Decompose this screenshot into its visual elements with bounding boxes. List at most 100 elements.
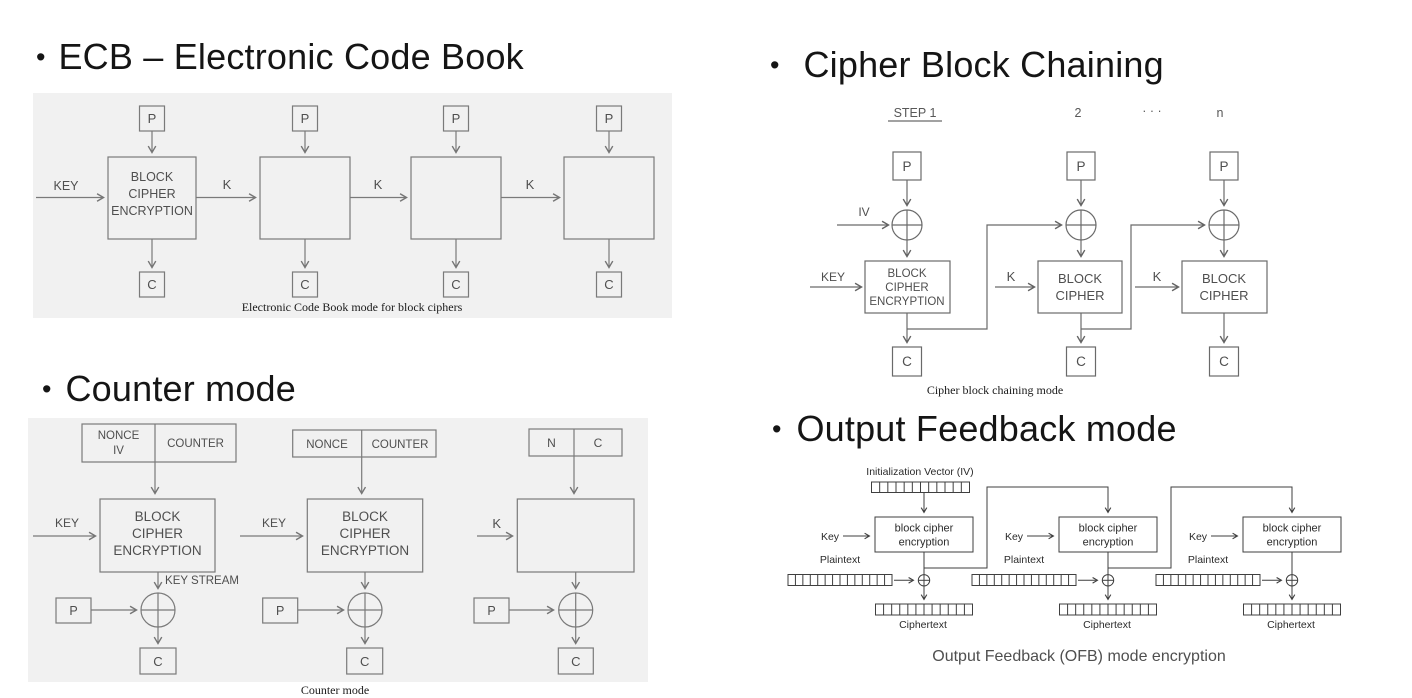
ecb-c-box <box>442 271 470 298</box>
c-label: C <box>594 436 603 450</box>
stepn-header: n <box>1217 106 1224 120</box>
block-cipher-label-line: CIPHER <box>128 187 175 201</box>
ofb-bullet: • <box>772 414 782 444</box>
p-label: P <box>1076 159 1085 174</box>
ctr-c-box <box>139 647 177 675</box>
block-cipher-label-line: ENCRYPTION <box>321 543 409 558</box>
iv-label: Initialization Vector (IV) <box>866 466 973 478</box>
block-cipher-label-line: CIPHER <box>339 526 390 541</box>
ciphertext-register <box>875 603 973 616</box>
block-cipher-label-line: encryption <box>1083 537 1134 549</box>
c-label: C <box>604 277 613 292</box>
p-label: P <box>902 159 911 174</box>
key-stream-label: KEY STREAM <box>165 575 239 587</box>
key-label: KEY <box>53 179 79 193</box>
counter-label: COUNTER <box>167 438 224 450</box>
ctr-diagram-shapes <box>33 423 635 675</box>
ctr-c-box <box>346 647 384 675</box>
plaintext-label: Plaintext <box>1004 554 1044 566</box>
dots-header: · · · <box>1142 104 1161 118</box>
cbc-feedback-line <box>907 220 1063 330</box>
ecb-title-text: ECB – Electronic Code Book <box>58 36 524 77</box>
ctr-bullet: • <box>42 374 52 404</box>
block-cipher-label-line: encryption <box>1267 537 1318 549</box>
cbc-c-box <box>1208 346 1240 377</box>
ecb-c-box <box>138 271 166 298</box>
block-cipher-label-line: block cipher <box>1079 523 1138 535</box>
block-cipher-label-line: CIPHER <box>885 282 928 294</box>
c-label: C <box>1076 354 1086 369</box>
n-label: N <box>547 436 556 450</box>
plaintext-label: Plaintext <box>820 554 860 566</box>
c-label: C <box>300 277 309 292</box>
block-cipher-label-line: BLOCK <box>1202 271 1246 286</box>
block-cipher-label-line: ENCRYPTION <box>869 296 944 308</box>
ecb-diagram-shapes <box>36 105 655 298</box>
p-label: P <box>276 604 284 618</box>
cbc-figure: STEP 1 2 · · · n P P P IV KEY K K BLOCK … <box>810 104 1268 397</box>
c-label: C <box>147 277 156 292</box>
ciphertext-label: Ciphertext <box>1083 619 1131 631</box>
p-label: P <box>148 111 157 126</box>
iv-label: IV <box>113 445 124 457</box>
cbc-c-box <box>1065 346 1097 377</box>
step1-header: STEP 1 <box>894 106 937 120</box>
nonce-counter-box <box>292 429 437 458</box>
nonce-label: NONCE <box>306 439 348 451</box>
key-label: Key <box>821 531 840 543</box>
p-label: P <box>1219 159 1228 174</box>
k-label: K <box>223 177 232 192</box>
ofb-title-text: Output Feedback mode <box>796 408 1177 449</box>
block-cipher-label-line: ENCRYPTION <box>113 543 201 558</box>
block-cipher-label-line: CIPHER <box>132 526 183 541</box>
iv-label: IV <box>858 205 869 219</box>
ofb-figure-caption: Output Feedback (OFB) mode encryption <box>932 648 1225 665</box>
ciphertext-register <box>1243 603 1341 616</box>
ctr-figure: NONCE IV COUNTER NONCE COUNTER N C KEY K… <box>28 418 648 697</box>
k-label: K <box>1007 269 1016 284</box>
ctr-diagram-labels: NONCE IV COUNTER NONCE COUNTER N C KEY K… <box>55 430 603 697</box>
cbc-diagram-labels: STEP 1 2 · · · n P P P IV KEY K K BLOCK … <box>821 104 1249 397</box>
block-cipher-label-line: BLOCK <box>342 509 388 524</box>
ofb-feedback-line <box>924 486 1112 569</box>
ctr-p-box <box>262 597 299 624</box>
ecb-c-box <box>595 271 623 298</box>
block-cipher-label-line: BLOCK <box>131 170 174 184</box>
ctr-figure-caption: Counter mode <box>301 683 369 697</box>
p-label: P <box>605 111 614 126</box>
cbc-figure-caption: Cipher block chaining mode <box>927 383 1063 397</box>
plaintext-register <box>1155 574 1261 586</box>
nonce-counter-box <box>81 423 237 463</box>
ecb-figure-caption: Electronic Code Book mode for block ciph… <box>242 300 463 314</box>
p-label: P <box>301 111 310 126</box>
ctr-title-text: Counter mode <box>65 368 296 409</box>
key-label: Key <box>1189 531 1208 543</box>
ciphertext-register <box>1059 603 1157 616</box>
k-label: K <box>1153 269 1162 284</box>
ctr-section-title: • Counter mode <box>42 368 296 410</box>
ofb-figure: Initialization Vector (IV) Key Key Key b… <box>787 466 1342 665</box>
plaintext-register <box>787 574 893 586</box>
block-cipher-label-line: ENCRYPTION <box>111 204 193 218</box>
cbc-block-cipher-box <box>1181 260 1268 314</box>
k-label: K <box>526 177 535 192</box>
block-cipher-label-line: CIPHER <box>1199 288 1248 303</box>
plaintext-label: Plaintext <box>1188 554 1228 566</box>
block-cipher-label-line: block cipher <box>1263 523 1322 535</box>
ofb-diagram-shapes <box>787 481 1342 616</box>
cbc-diagram-shapes <box>810 120 1268 377</box>
c-label: C <box>153 654 162 669</box>
key-label: KEY <box>55 516 79 530</box>
counter-label: COUNTER <box>372 439 429 451</box>
step2-header: 2 <box>1075 106 1082 120</box>
p-label: P <box>452 111 461 126</box>
plaintext-register <box>971 574 1077 586</box>
key-label: KEY <box>262 516 286 530</box>
key-label: Key <box>1005 531 1024 543</box>
ecb-figure: P P P P KEY K K K BLOCK CIPHER ENCRYPTIO… <box>33 93 672 318</box>
cbc-section-title: • Cipher Block Chaining <box>770 44 1164 86</box>
block-cipher-label-line: CIPHER <box>1055 288 1104 303</box>
c-label: C <box>1219 354 1229 369</box>
k-label: K <box>492 516 501 531</box>
